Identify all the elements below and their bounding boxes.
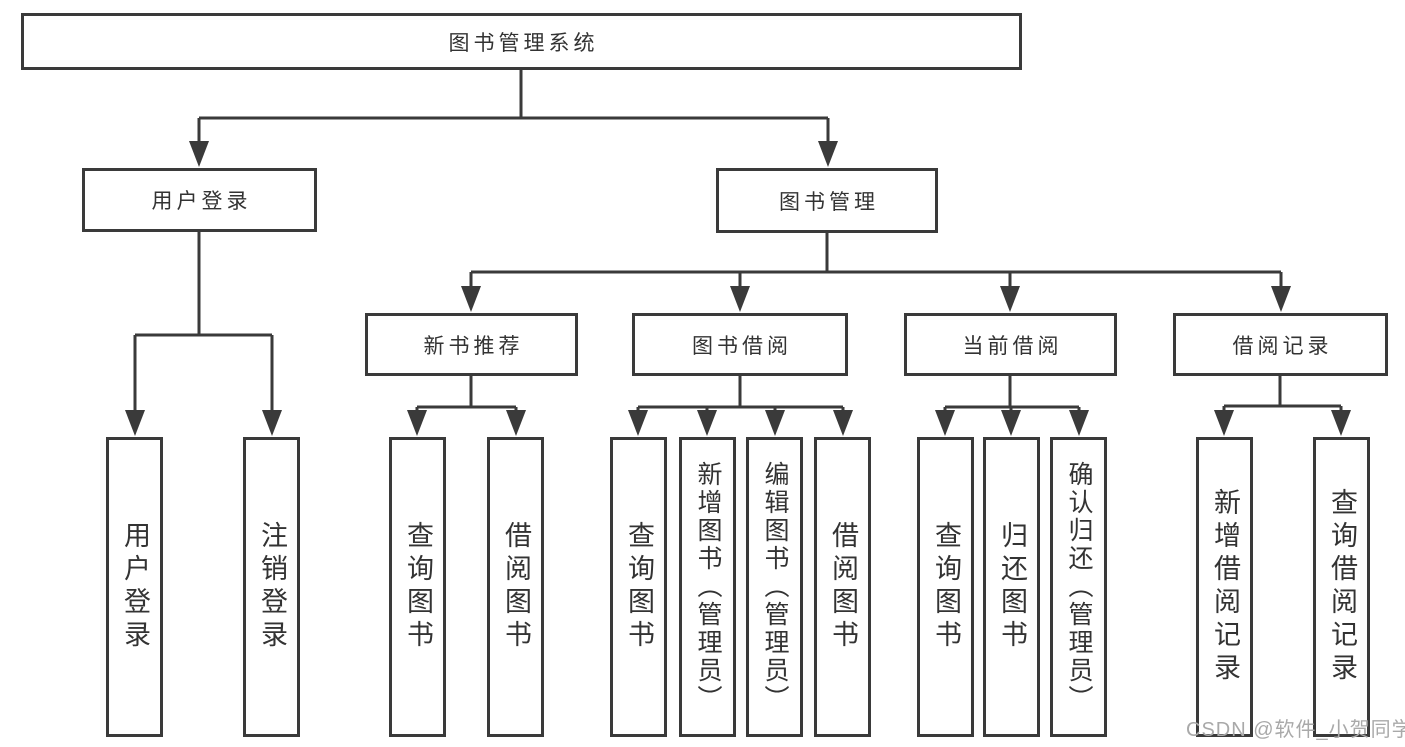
node-borrow-records: 借阅记录 (1173, 313, 1388, 376)
leaf-user-login: 用户登录 (106, 437, 163, 737)
leaf-borrow-books: 借阅图书 (814, 437, 871, 737)
leaf-query-books-current: 查询图书 (917, 437, 974, 737)
leaf-borrow-books-recommend: 借阅图书 (487, 437, 544, 737)
node-book-borrow: 图书借阅 (632, 313, 848, 376)
leaf-query-books-recommend: 查询图书 (389, 437, 446, 737)
node-new-book-recommend: 新书推荐 (365, 313, 578, 376)
leaf-query-borrow-record: 查询借阅记录 (1313, 437, 1370, 737)
leaf-add-borrow-record: 新增借阅记录 (1196, 437, 1253, 737)
leaf-edit-books-admin: 编辑图书（管理员） (746, 437, 803, 737)
node-root-system: 图书管理系统 (21, 13, 1022, 70)
leaf-add-books-admin: 新增图书（管理员） (679, 437, 736, 737)
leaf-confirm-return-admin: 确认归还（管理员） (1050, 437, 1107, 737)
node-user-login: 用户登录 (82, 168, 317, 232)
leaf-return-books: 归还图书 (983, 437, 1040, 737)
arrowheads (125, 141, 1351, 436)
node-current-borrow: 当前借阅 (904, 313, 1117, 376)
leaf-query-books-borrow: 查询图书 (610, 437, 667, 737)
leaf-logout: 注销登录 (243, 437, 300, 737)
csdn-watermark: CSDN @软件_小贺同学 (1186, 719, 1405, 741)
node-book-management: 图书管理 (716, 168, 938, 233)
